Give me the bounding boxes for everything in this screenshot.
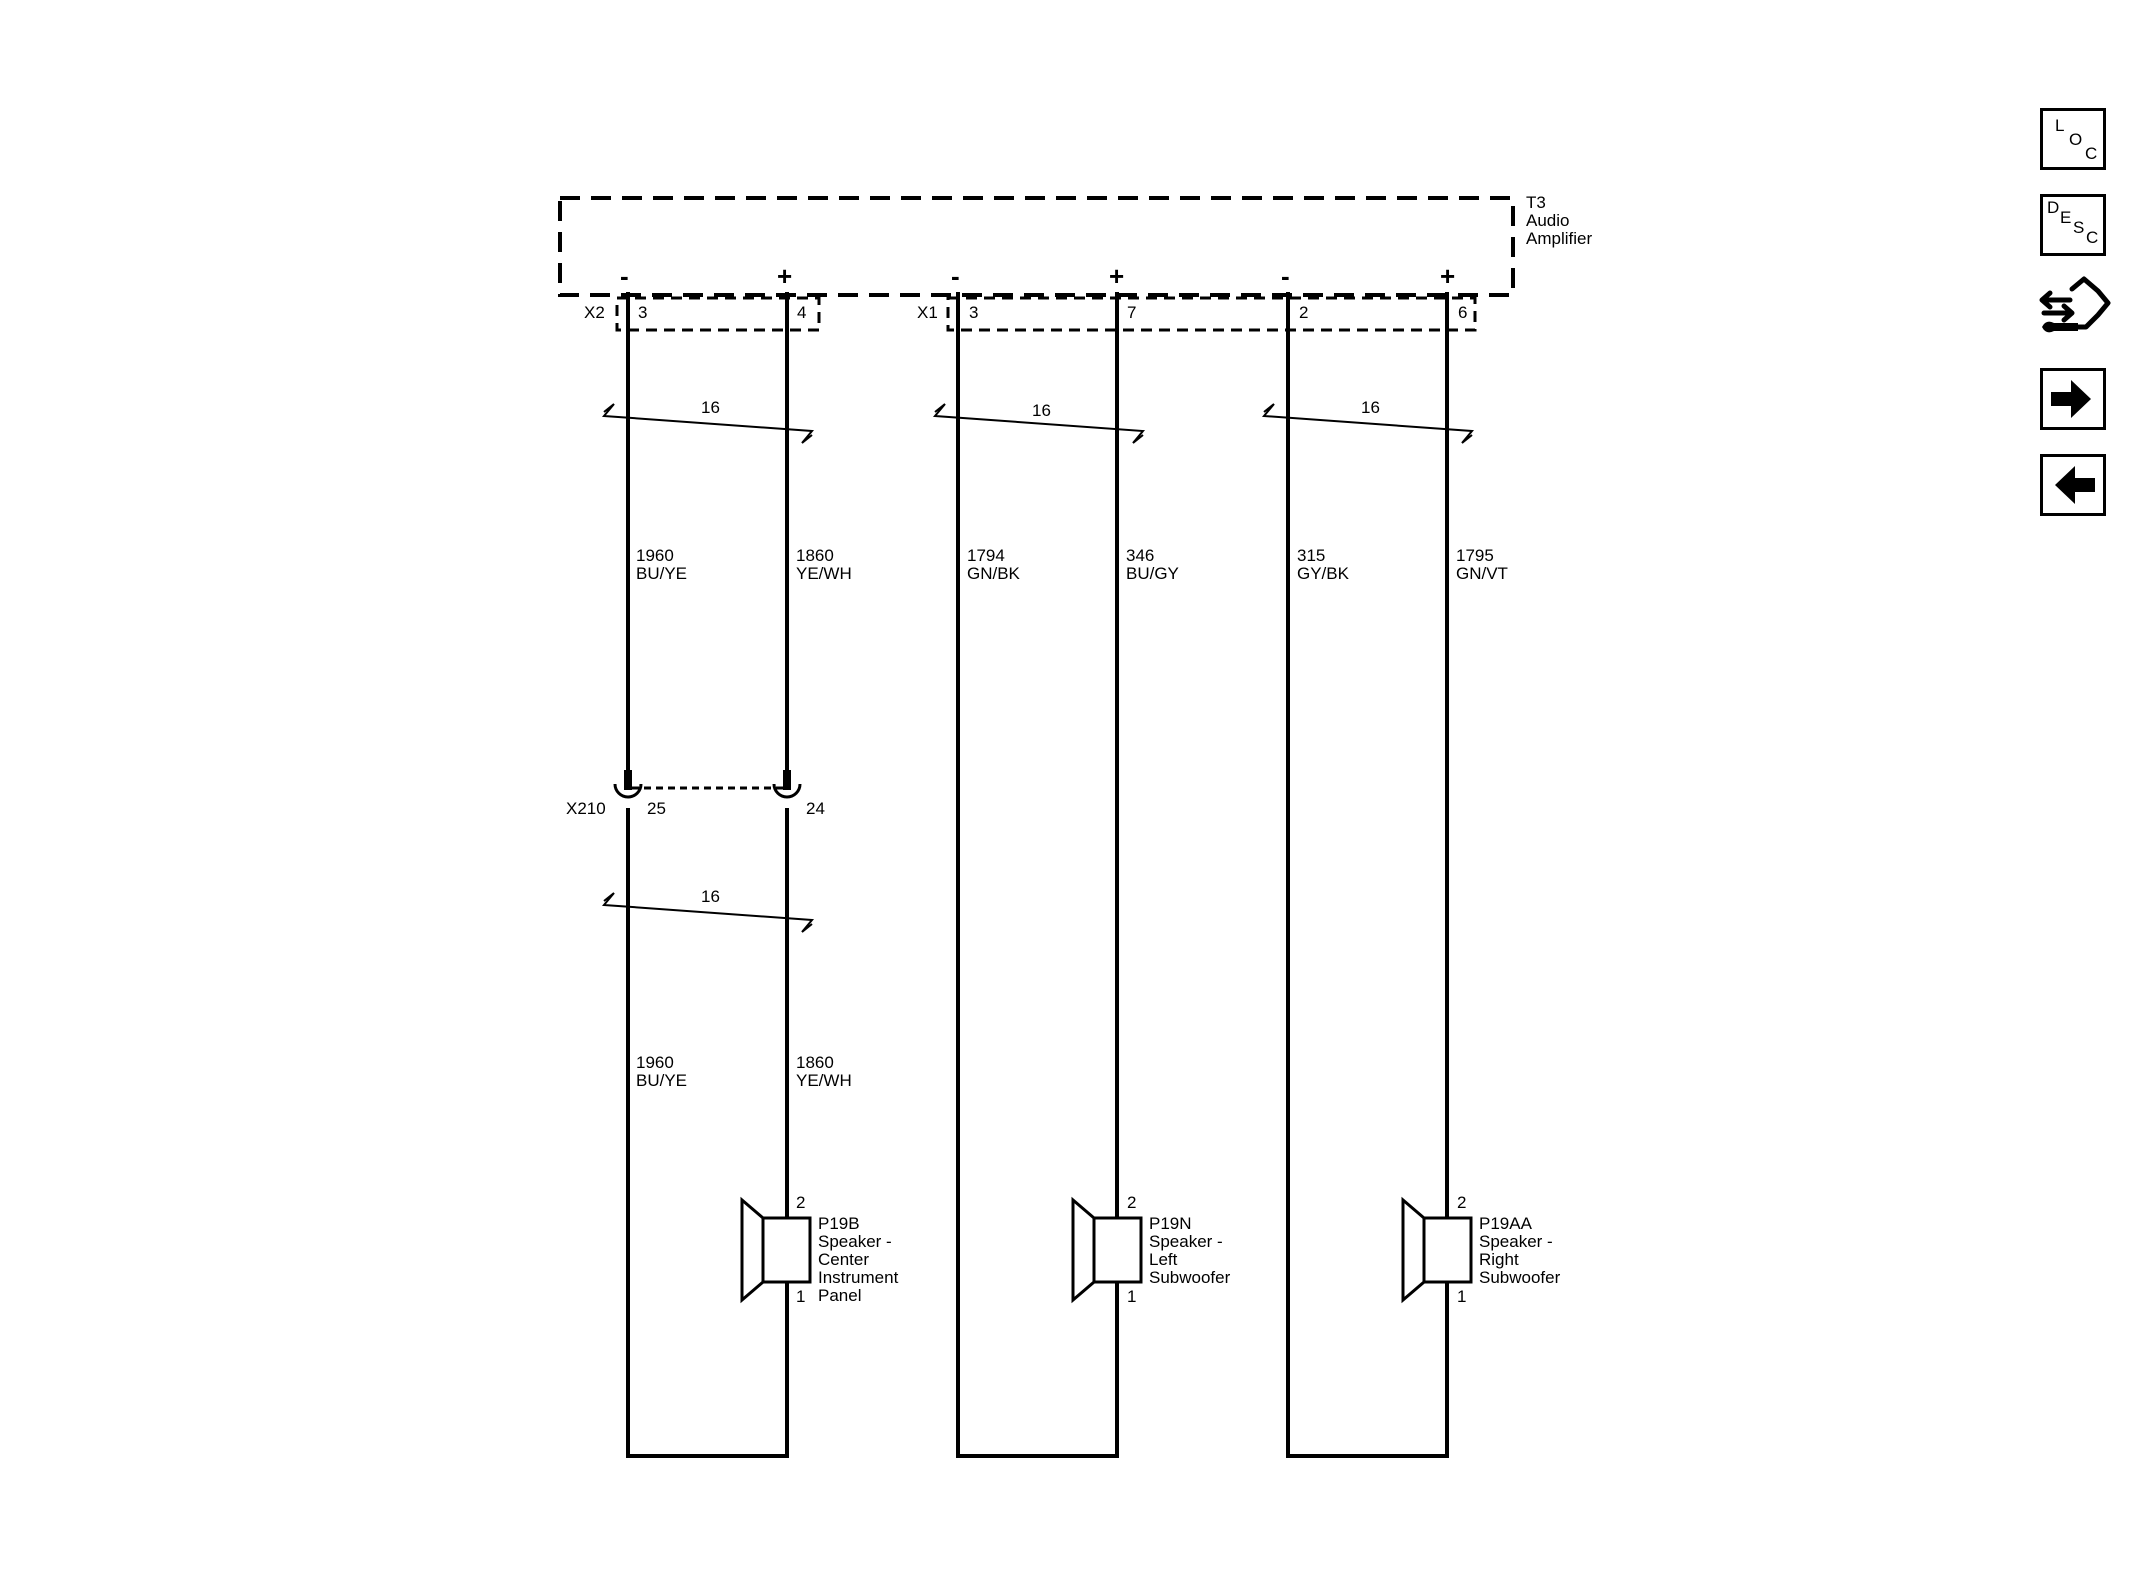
connector-repair-icon bbox=[2039, 276, 2111, 333]
speaker-p19b-desc-4: Panel bbox=[818, 1286, 861, 1305]
speaker-p19b-pin-neg: 1 bbox=[796, 1287, 805, 1306]
circuit-color-6: GN/VT bbox=[1456, 564, 1508, 583]
twisted-pair-marker-2 bbox=[932, 403, 1146, 444]
circuit-number-1: 1960 bbox=[636, 546, 674, 565]
speaker-p19b-pin-pos: 2 bbox=[796, 1193, 805, 1212]
amplifier-name-line-2: Amplifier bbox=[1526, 229, 1592, 248]
speaker-p19b-symbol bbox=[740, 1196, 812, 1304]
pin-inline-2: 24 bbox=[806, 799, 825, 818]
pin-top-6: 6 bbox=[1458, 303, 1467, 322]
desc-letter-e: E bbox=[2060, 208, 2072, 227]
connector-repair-button[interactable] bbox=[2036, 275, 2112, 341]
speaker-p19b-desc-1: Speaker - bbox=[818, 1232, 892, 1251]
wire-gauge-3: 16 bbox=[1361, 398, 1380, 417]
speaker-p19aa-desc-3: Subwoofer bbox=[1479, 1268, 1561, 1287]
back-button[interactable] bbox=[2040, 454, 2106, 516]
desc-button[interactable]: D E S C bbox=[2040, 194, 2106, 256]
speaker-p19n-desc-3: Subwoofer bbox=[1149, 1268, 1231, 1287]
speaker-p19b-ref: P19B bbox=[818, 1214, 860, 1233]
polarity-pos-2: + bbox=[1109, 261, 1124, 291]
circuit-color-2-lower: YE/WH bbox=[796, 1071, 852, 1090]
polarity-neg-3: - bbox=[1281, 261, 1290, 291]
wire-gauge-4: 16 bbox=[701, 887, 720, 906]
desc-letter-d: D bbox=[2047, 198, 2060, 217]
desc-letter-s: S bbox=[2073, 218, 2085, 237]
circuit-color-1-lower: BU/YE bbox=[636, 1071, 687, 1090]
connector-x2-outline bbox=[615, 296, 821, 332]
amplifier-ref: T3 bbox=[1526, 193, 1546, 212]
circuit-number-4: 346 bbox=[1126, 546, 1154, 565]
speaker-p19aa-pin-pos: 2 bbox=[1457, 1193, 1466, 1212]
connector-x2-label: X2 bbox=[584, 303, 605, 322]
circuit-number-2: 1860 bbox=[796, 546, 834, 565]
speaker-p19aa-desc-2: Right bbox=[1479, 1250, 1519, 1269]
forward-button[interactable] bbox=[2040, 368, 2106, 430]
loc-button[interactable]: L O C bbox=[2040, 108, 2106, 170]
speaker-p19n-desc-1: Speaker - bbox=[1149, 1232, 1223, 1251]
twisted-pair-marker-3 bbox=[1261, 403, 1475, 444]
speaker-p19n-ref: P19N bbox=[1149, 1214, 1192, 1233]
amplifier-housing bbox=[558, 196, 1515, 297]
circuit-color-5: GY/BK bbox=[1297, 564, 1350, 583]
speaker-p19aa-ref: P19AA bbox=[1479, 1214, 1533, 1233]
amplifier-name-line-1: Audio bbox=[1526, 211, 1569, 230]
speaker-p19b-desc-2: Center bbox=[818, 1250, 869, 1269]
circuit-number-1-lower: 1960 bbox=[636, 1053, 674, 1072]
circuit-number-5: 315 bbox=[1297, 546, 1325, 565]
speaker-p19n-pin-neg: 1 bbox=[1127, 1287, 1136, 1306]
polarity-neg-2: - bbox=[951, 261, 960, 291]
twisted-pair-marker-1 bbox=[601, 403, 815, 444]
pin-top-4: 7 bbox=[1127, 303, 1136, 322]
polarity-pos-3: + bbox=[1440, 261, 1455, 291]
circuit-color-4: BU/GY bbox=[1126, 564, 1179, 583]
speaker-p19n-pin-pos: 2 bbox=[1127, 1193, 1136, 1212]
polarity-pos-1: + bbox=[777, 261, 792, 291]
wire-gauge-2: 16 bbox=[1032, 401, 1051, 420]
speaker-p19aa-symbol bbox=[1401, 1196, 1473, 1304]
speaker-p19n-desc-2: Left bbox=[1149, 1250, 1178, 1269]
desc-letter-c: C bbox=[2086, 228, 2099, 247]
circuit-color-3: GN/BK bbox=[967, 564, 1021, 583]
speaker-p19aa-desc-1: Speaker - bbox=[1479, 1232, 1553, 1251]
speaker-p19aa-pin-neg: 1 bbox=[1457, 1287, 1466, 1306]
pin-inline-1: 25 bbox=[647, 799, 666, 818]
connector-x1-outline bbox=[946, 296, 1477, 332]
pin-top-5: 2 bbox=[1299, 303, 1308, 322]
connector-x1-label: X1 bbox=[917, 303, 938, 322]
forward-arrow-icon bbox=[2051, 380, 2091, 418]
inline-connector-x210 bbox=[613, 770, 802, 799]
connector-x210-label: X210 bbox=[566, 799, 606, 818]
pin-top-1: 3 bbox=[638, 303, 647, 322]
pin-top-3: 3 bbox=[969, 303, 978, 322]
loc-letter-o: O bbox=[2069, 130, 2083, 149]
twisted-pair-marker-4 bbox=[601, 892, 815, 933]
speaker-p19b-desc-3: Instrument bbox=[818, 1268, 899, 1287]
loc-letter-c: C bbox=[2085, 144, 2098, 163]
circuit-number-6: 1795 bbox=[1456, 546, 1494, 565]
wire-gauge-1: 16 bbox=[701, 398, 720, 417]
circuit-number-3: 1794 bbox=[967, 546, 1005, 565]
polarity-neg-1: - bbox=[620, 261, 629, 291]
pin-top-2: 4 bbox=[797, 303, 806, 322]
speaker-p19n-symbol bbox=[1071, 1196, 1143, 1304]
circuit-color-1: BU/YE bbox=[636, 564, 687, 583]
loc-letter-l: L bbox=[2055, 116, 2065, 135]
circuit-color-2: YE/WH bbox=[796, 564, 852, 583]
circuit-number-2-lower: 1860 bbox=[796, 1053, 834, 1072]
back-arrow-icon bbox=[2055, 466, 2095, 504]
